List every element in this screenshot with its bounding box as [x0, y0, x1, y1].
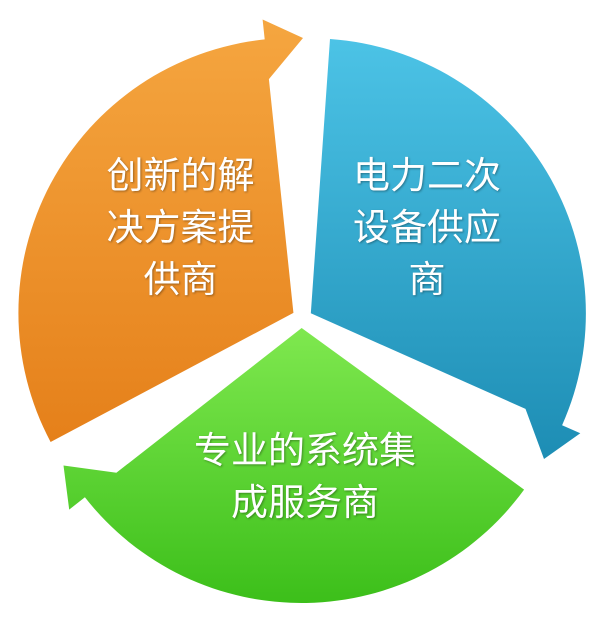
segment-green-arrow [63, 327, 525, 603]
label-innovative-solution-provider: 创新的解 决方案提 供商 [106, 154, 255, 301]
segment-blue-arrow [310, 39, 586, 459]
label-system-integration-provider: 专业的系统集 成服务商 [194, 429, 416, 524]
segment-orange-arrow [18, 19, 304, 442]
label-power-secondary-equipment-supplier: 电力二次 设备供应 商 [353, 154, 501, 301]
